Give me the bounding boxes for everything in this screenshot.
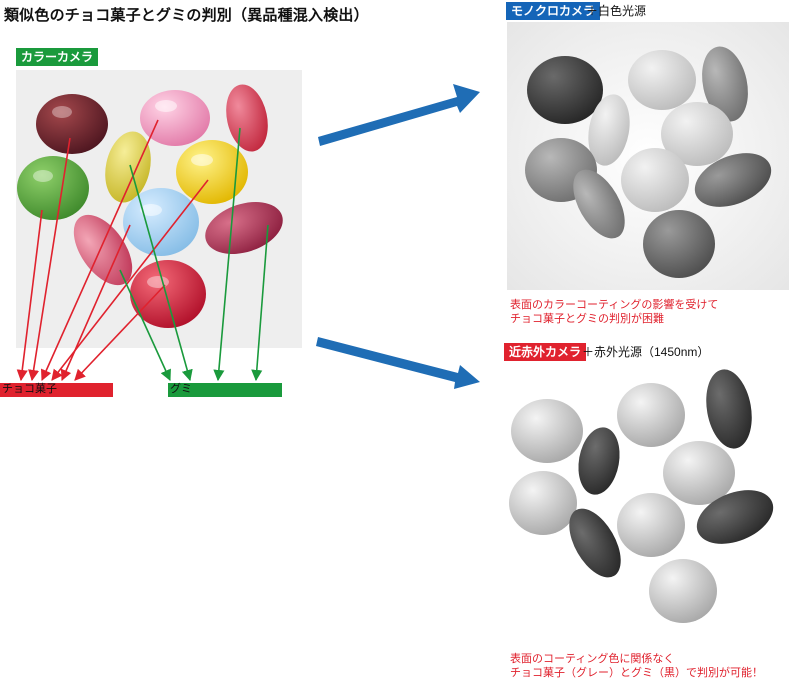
mono-photo — [507, 22, 789, 290]
gummy-label: グミ — [170, 383, 192, 395]
mono-light-source: ＋白色光源 — [586, 4, 647, 18]
nir-light-source: ＋赤外光源（1450nm） — [582, 345, 710, 359]
choco-connectors — [16, 119, 209, 382]
page-title: 類似色のチョコ菓子とグミの判別（異品種混入検出） — [4, 7, 369, 24]
arrow-to-nir — [316, 337, 480, 389]
camera-arrows — [316, 84, 480, 389]
color-camera-tag: カラーカメラ — [16, 48, 99, 66]
color-photo — [16, 70, 302, 348]
arrow-to-mono — [318, 84, 480, 146]
gummy-label-bar: グミ — [168, 383, 282, 397]
choco-label-bar: チョコ菓子 — [0, 383, 113, 397]
nir-note: 表面のコーティング色に関係なく チョコ菓子（グレー）とグミ（黒）で判別が可能！ — [510, 653, 763, 679]
gummy-connectors — [119, 127, 269, 382]
nir-photo-illustration — [503, 365, 791, 640]
mono-photo-illustration — [507, 22, 789, 290]
mono-note: 表面のカラーコーティングの影響を受けて チョコ菓子とグミの判別が困難 — [510, 299, 719, 325]
color-photo-illustration — [16, 70, 302, 348]
nir-photo — [503, 365, 791, 640]
mono-camera-tag: モノクロカメラ — [506, 2, 601, 20]
choco-label: チョコ菓子 — [2, 383, 57, 395]
nir-camera-tag: 近赤外カメラ — [504, 343, 587, 361]
